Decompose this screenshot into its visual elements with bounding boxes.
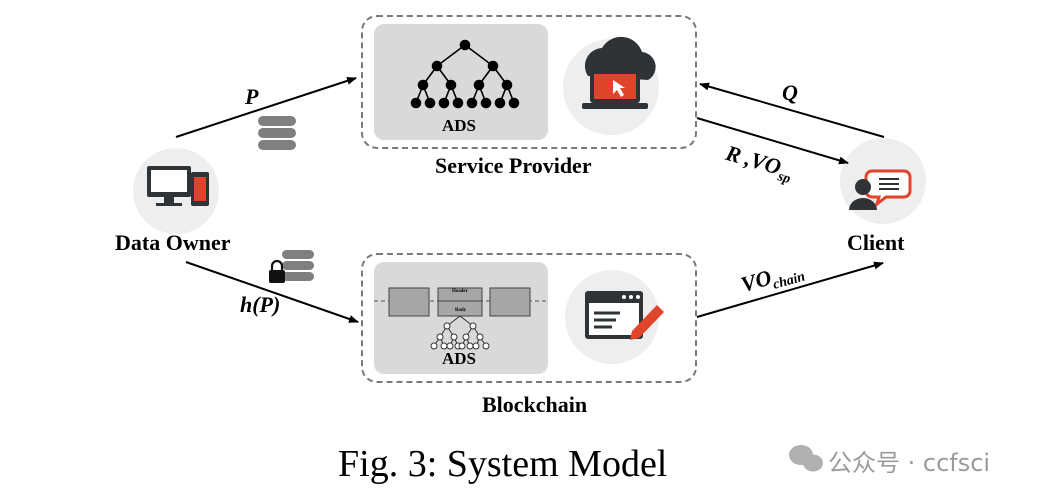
arrow-vo-chain [696,261,884,318]
blockchain-title: Blockchain [482,392,588,417]
database-icon [258,116,296,150]
edge-label-q: Q [782,80,798,105]
figure-caption: Fig. 3: System Model [338,443,668,485]
sp-ads-label: ADS [442,116,477,135]
service-provider-box [361,15,697,149]
browser-edit-icon [585,291,664,340]
arrow-p [175,77,357,138]
monitor-phone-icon [147,166,209,206]
cloud-laptop-icon [582,36,656,109]
client-icon [849,169,912,210]
blockchain-box [361,253,697,383]
bc-ads-label: ADS [442,349,477,368]
bc-ads-panel [374,262,548,374]
arrow-r-vo [696,117,849,165]
ads-tree-icon [410,39,520,109]
blockchain-chain-icon [374,287,548,350]
edge-label-hp: h(P) [240,292,281,317]
service-provider-title: Service Provider [435,153,592,178]
block-body-label: Body [455,308,467,313]
arrow-q [699,82,885,138]
arrow-hp [185,261,359,323]
locked-database-icon [269,250,314,283]
data-owner-label: Data Owner [115,230,231,255]
edge-label-p: P [245,84,259,109]
client-label: Client [847,230,905,255]
wechat-icon [789,445,823,472]
block-header-label: Header [452,289,468,294]
watermark-text: 公众号 · ccfsci [828,449,991,477]
